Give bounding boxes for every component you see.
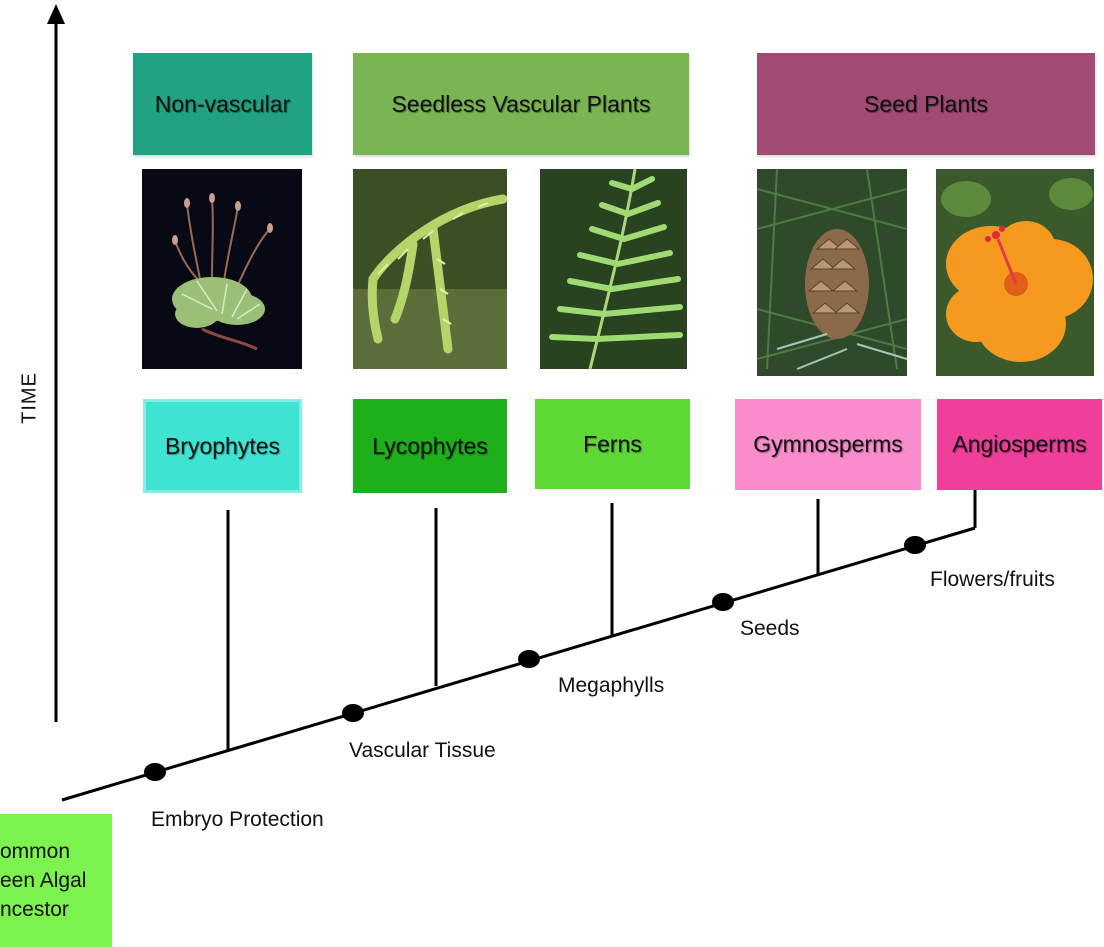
trunk-line	[62, 528, 975, 800]
trait-seeds: Seeds	[740, 617, 800, 641]
node-flowers-fruits	[904, 536, 926, 554]
ancestor-label: ommon een Algal ncestor	[0, 837, 94, 924]
node-seeds	[712, 593, 734, 611]
node-embryo-protection	[144, 763, 166, 781]
trait-megaphylls: Megaphylls	[558, 674, 664, 698]
trait-vascular-tissue: Vascular Tissue	[349, 739, 496, 763]
ancestor-box: ommon een Algal ncestor	[0, 814, 112, 947]
trait-flowers-fruits: Flowers/fruits	[930, 568, 1055, 592]
ancestor-line-1: ommon	[0, 837, 94, 866]
node-megaphylls	[518, 650, 540, 668]
ancestor-line-3: ncestor	[0, 895, 94, 924]
node-vascular-tissue	[342, 704, 364, 722]
ancestor-line-2: een Algal	[0, 866, 94, 895]
time-axis-arrowhead	[47, 4, 65, 24]
trait-embryo-protection: Embryo Protection	[151, 808, 324, 832]
